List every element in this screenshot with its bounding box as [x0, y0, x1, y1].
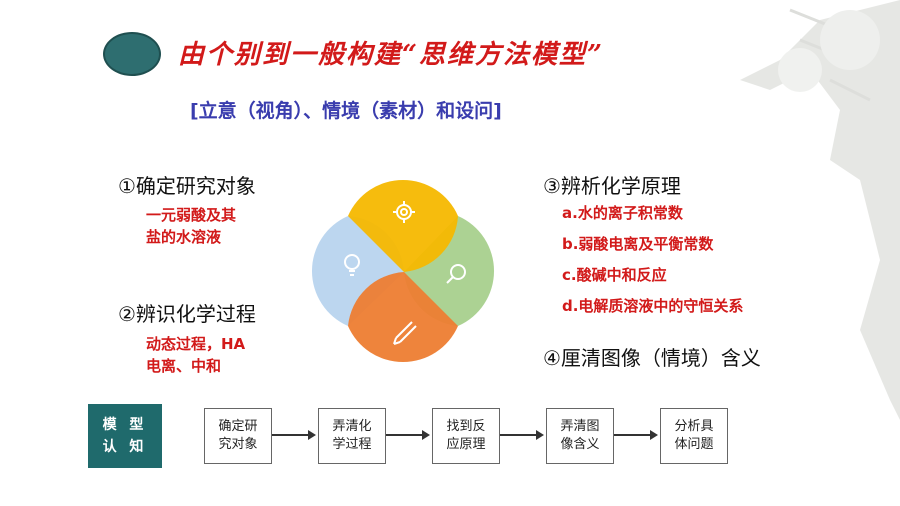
flow-box-4: 弄清图像含义 — [546, 408, 614, 464]
model-label-line2: 认 知 — [102, 439, 148, 455]
flow-box-5-line1: 分析具 — [674, 419, 714, 434]
step4-heading: ④厘清图像（情境）含义 — [543, 346, 761, 370]
pencil-icon — [393, 321, 417, 345]
principle-item-a: a.水的离子积常数 — [562, 204, 683, 222]
model-label-line1: 模 型 — [102, 417, 148, 433]
step2-heading: ②辨识化学过程 — [118, 302, 256, 326]
step2-note-line1: 动态过程，HA — [146, 335, 246, 353]
step3-principle-list: a.水的离子积常数 b.弱酸电离及平衡常数 c.酸碱中和反应 d.电解质溶液中的… — [562, 202, 743, 326]
step1-heading: ①确定研究对象 — [118, 174, 256, 198]
flow-box-3: 找到反应原理 — [432, 408, 500, 464]
flow-box-5: 分析具体问题 — [660, 408, 728, 464]
flow-box-4-line2: 像含义 — [560, 437, 600, 452]
background-tree-decoration — [740, 0, 900, 420]
step2-note: 动态过程，HA 电离、中和 — [146, 333, 245, 377]
principle-item-d: d.电解质溶液中的守恒关系 — [562, 297, 744, 315]
four-petal-diagram — [311, 179, 495, 363]
flow-box-3-line2: 应原理 — [446, 437, 486, 452]
step2-note-line2: 电离、中和 — [146, 357, 222, 375]
model-cognition-label: 模 型 认 知 — [88, 404, 162, 468]
petal-orange — [348, 272, 458, 363]
page-title: 由个别到一般构建“思维方法模型” — [178, 40, 604, 70]
flow-box-4-line1: 弄清图 — [560, 419, 600, 434]
flow-box-1-line2: 究对象 — [218, 437, 258, 452]
title-oval-marker — [103, 32, 161, 76]
flow-box-2-line2: 学过程 — [332, 437, 372, 452]
step3-heading: ③辨析化学原理 — [543, 174, 681, 198]
flow-box-1: 确定研究对象 — [204, 408, 272, 464]
flow-arrow-3 — [500, 430, 544, 440]
gear-icon — [393, 201, 415, 223]
lightbulb-icon — [344, 254, 360, 276]
magnifier-icon — [446, 264, 466, 284]
step1-note-line1: 一元弱酸及其 — [146, 206, 237, 224]
step1-note-line2: 盐的水溶液 — [146, 228, 222, 246]
flow-box-2: 弄清化学过程 — [318, 408, 386, 464]
flow-arrow-2 — [386, 430, 430, 440]
flow-box-2-line1: 弄清化 — [332, 419, 372, 434]
step1-note: 一元弱酸及其 盐的水溶液 — [146, 204, 236, 248]
flow-box-3-line1: 找到反 — [446, 419, 486, 434]
flow-arrow-4 — [614, 430, 658, 440]
flow-arrow-1 — [272, 430, 316, 440]
principle-item-c: c.酸碱中和反应 — [562, 266, 667, 284]
page-subtitle: [立意（视角）、情境（素材）和设问] — [190, 100, 502, 122]
flow-box-5-line2: 体问题 — [674, 437, 714, 452]
petal-yellow — [348, 179, 458, 272]
principle-item-b: b.弱酸电离及平衡常数 — [562, 235, 714, 253]
flow-box-1-line1: 确定研 — [218, 419, 258, 434]
